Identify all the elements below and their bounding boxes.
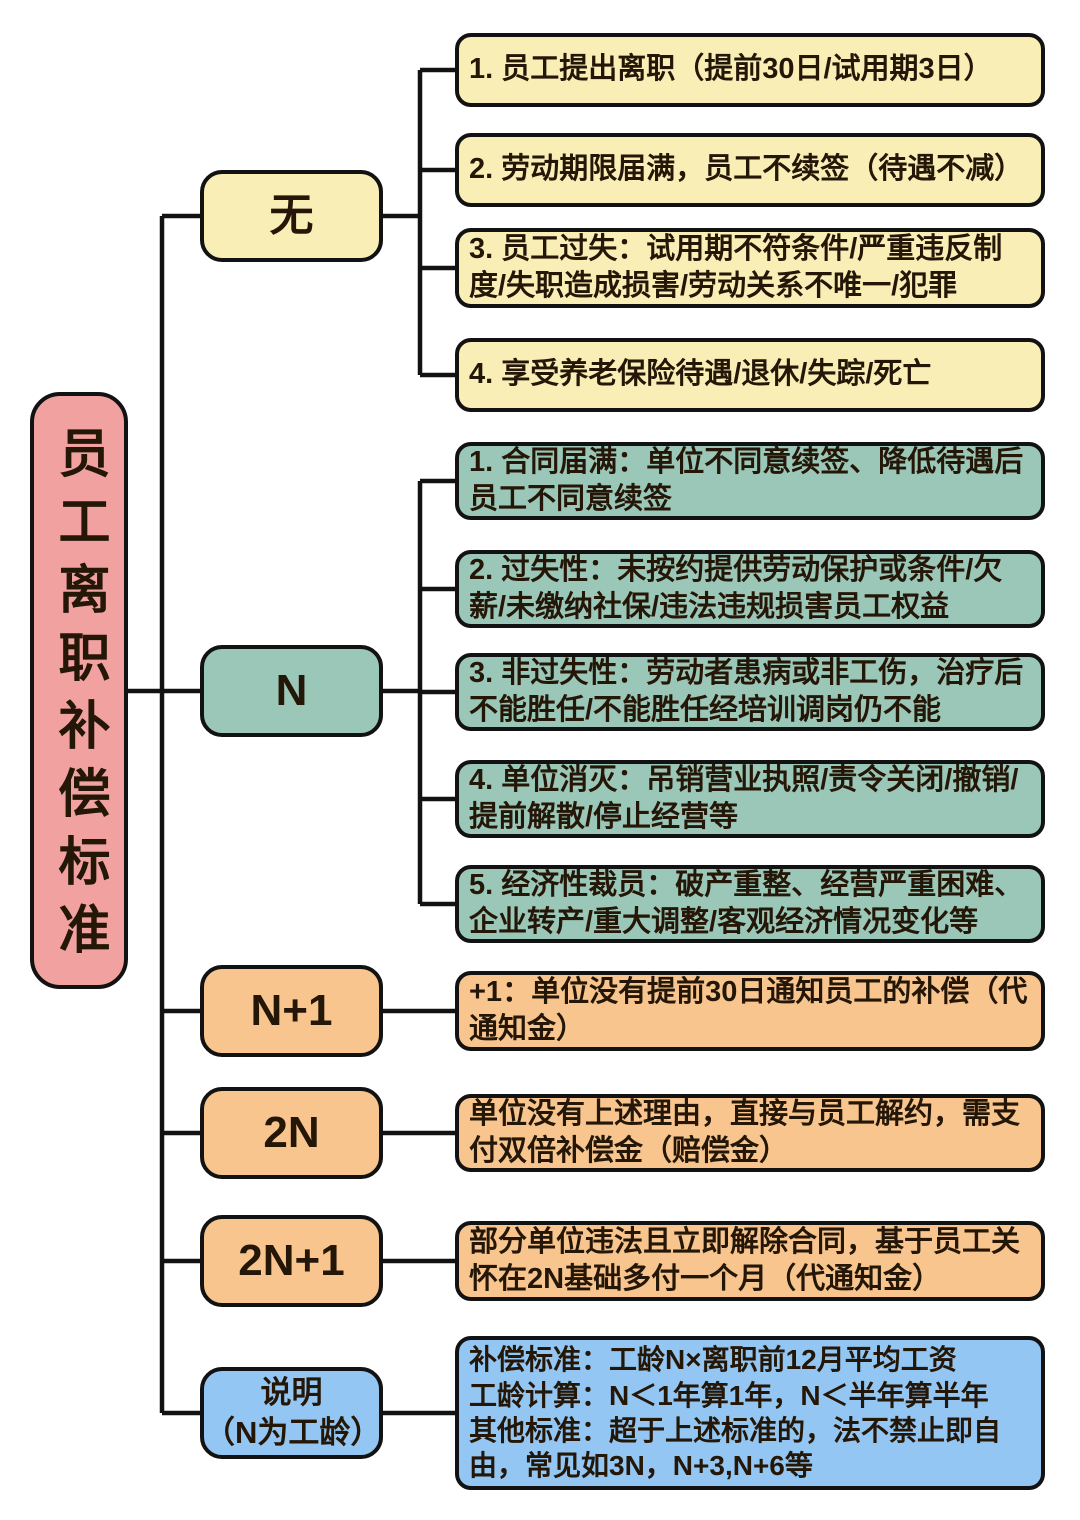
detail-2n-plus-1: 部分单位违法且立即解除合同，基于员工关怀在2N基础多付一个月（代通知金） (455, 1221, 1045, 1301)
detail-n-4-text: 4. 单位消灭：吊销营业执照/责令关闭/撤销/提前解散/停止经营等 (469, 763, 1019, 833)
detail-n-2: 2. 过失性：未按约提供劳动保护或条件/欠薪/未缴纳社保/违法违规损害员工权益 (455, 550, 1045, 628)
detail-n-3-text: 3. 非过失性：劳动者患病或非工伤，治疗后不能胜任/不能胜任经培训调岗仍不能 (469, 656, 1024, 726)
branch-n-node: N (200, 645, 383, 737)
detail-none-2: 2. 劳动期限届满，员工不续签（待遇不减） (455, 133, 1045, 207)
detail-note-line-1: 补偿标准：工龄N×离职前12月平均工资 (469, 1344, 957, 1376)
branch-n-plus-1-label: N+1 (250, 985, 333, 1035)
detail-n-5-text: 5. 经济性裁员：破产重整、经营严重困难、企业转产/重大调整/客观经济情况变化等 (469, 868, 1024, 938)
branch-n-plus-1-node: N+1 (200, 965, 383, 1057)
detail-n-1: 1. 合同届满：单位不同意续签、降低待遇后员工不同意续签 (455, 442, 1045, 520)
detail-none-1-text: 1. 员工提出离职（提前30日/试用期3日） (469, 53, 993, 86)
detail-none-4-text: 4. 享受养老保险待遇/退休/失踪/死亡 (469, 358, 932, 391)
detail-n-4: 4. 单位消灭：吊销营业执照/责令关闭/撤销/提前解散/停止经营等 (455, 760, 1045, 838)
detail-2n-plus-1-text: 部分单位违法且立即解除合同，基于员工关怀在2N基础多付一个月（代通知金） (469, 1225, 1021, 1295)
detail-none-3: 3. 员工过失：试用期不符条件/严重违反制度/失职造成损害/劳动关系不唯一/犯罪 (455, 228, 1045, 308)
detail-none-3-text: 3. 员工过失：试用期不符条件/严重违反制度/失职造成损害/劳动关系不唯一/犯罪 (469, 232, 1003, 302)
branch-note-label: 说明 (260, 1375, 323, 1411)
branch-2n-plus-1-label: 2N+1 (238, 1235, 345, 1285)
detail-2n-text: 单位没有上述理由，直接与员工解约，需支付双倍补偿金（赔偿金） (469, 1097, 1021, 1167)
detail-none-4: 4. 享受养老保险待遇/退休/失踪/死亡 (455, 338, 1045, 412)
detail-n-plus-1: +1：单位没有提前30日通知员工的补偿（代通知金） (455, 971, 1045, 1051)
branch-note-sublabel: （N为工龄） (204, 1415, 382, 1450)
detail-note-line-2: 工龄计算：N＜1年算1年，N＜半年算半年 (469, 1379, 989, 1411)
detail-n-1-text: 1. 合同届满：单位不同意续签、降低待遇后员工不同意续签 (469, 445, 1024, 515)
branch-n-label: N (275, 665, 308, 715)
branch-2n-node: 2N (200, 1087, 383, 1179)
detail-note-line-3: 其他标准：超于上述标准的，法不禁止即自由，常见如3N，N+3,N+6等 (469, 1415, 1002, 1482)
branch-none-label: 无 (269, 190, 314, 240)
detail-2n: 单位没有上述理由，直接与员工解约，需支付双倍补偿金（赔偿金） (455, 1094, 1045, 1172)
branch-note-node: 说明 （N为工龄） (200, 1367, 383, 1459)
branch-2n-label: 2N (263, 1107, 320, 1157)
branch-2n-plus-1-node: 2N+1 (200, 1215, 383, 1307)
detail-n-plus-1-text: +1：单位没有提前30日通知员工的补偿（代通知金） (469, 975, 1028, 1045)
branch-none-node: 无 (200, 170, 383, 262)
root-label: 员工离职补偿标准 (50, 425, 108, 970)
root-node: 员工离职补偿标准 (30, 392, 128, 989)
detail-n-5: 5. 经济性裁员：破产重整、经营严重困难、企业转产/重大调整/客观经济情况变化等 (455, 865, 1045, 943)
detail-none-2-text: 2. 劳动期限届满，员工不续签（待遇不减） (469, 153, 1024, 186)
detail-n-2-text: 2. 过失性：未按约提供劳动保护或条件/欠薪/未缴纳社保/违法违规损害员工权益 (469, 553, 1003, 623)
detail-note: 补偿标准：工龄N×离职前12月平均工资 工龄计算：N＜1年算1年，N＜半年算半年… (455, 1336, 1045, 1490)
detail-none-1: 1. 员工提出离职（提前30日/试用期3日） (455, 33, 1045, 107)
detail-n-3: 3. 非过失性：劳动者患病或非工伤，治疗后不能胜任/不能胜任经培训调岗仍不能 (455, 653, 1045, 731)
